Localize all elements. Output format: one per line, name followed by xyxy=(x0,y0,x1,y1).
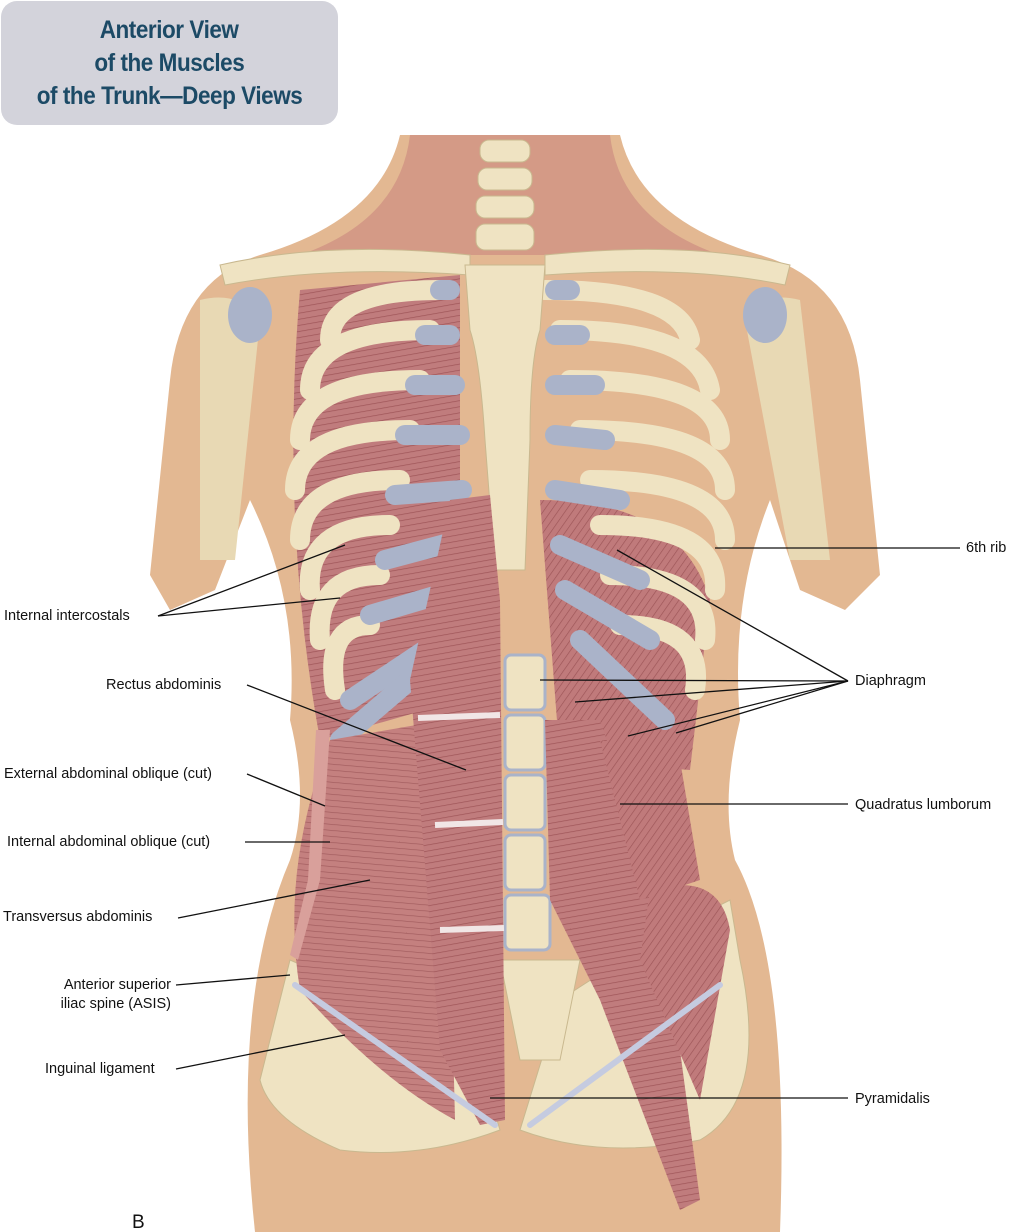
quadratus-lumborum-muscle xyxy=(600,740,700,900)
tendinous-intersections xyxy=(417,712,505,933)
label-transversus-abdominis: Transversus abdominis xyxy=(3,909,153,925)
neck-muscles xyxy=(300,135,720,255)
label-external-oblique: External abdominal oblique (cut) xyxy=(4,766,212,782)
left-humerus xyxy=(200,297,260,560)
label-rectus-abdominis: Rectus abdominis xyxy=(106,677,222,693)
lumbar-spine xyxy=(503,653,552,952)
title-line-3: of the Trunk—Deep Views xyxy=(36,81,303,110)
title-line-1: Anterior View xyxy=(100,15,239,44)
panel-letter: B xyxy=(132,1212,145,1232)
label-pyramidalis: Pyramidalis xyxy=(855,1091,930,1107)
title-line-2: of the Muscles xyxy=(94,48,245,77)
label-internal-intercostals: Internal intercostals xyxy=(4,608,130,624)
sternum xyxy=(464,264,546,571)
title-box: Anterior View of the Muscles of the Trun… xyxy=(1,1,338,125)
inguinal-ligaments xyxy=(292,982,723,1128)
cervical-spine xyxy=(475,139,535,251)
external-oblique-strip xyxy=(290,730,330,960)
label-diaphragm: Diaphragm xyxy=(855,673,926,689)
label-asis-line2: iliac spine (ASIS) xyxy=(60,996,171,1012)
clavicle-right xyxy=(544,248,791,286)
label-quadratus-lumborum: Quadratus lumborum xyxy=(855,797,992,813)
shoulder-cartilage-left xyxy=(228,287,272,343)
sacrum xyxy=(499,959,581,1061)
label-inguinal-ligament: Inguinal ligament xyxy=(45,1061,155,1077)
shoulder-cartilage-right xyxy=(743,287,787,343)
psoas-muscle xyxy=(545,720,700,1210)
label-asis-line1: Anterior superior xyxy=(63,977,171,993)
iliacus-muscle xyxy=(640,885,730,1100)
label-6th-rib: 6th rib xyxy=(966,540,1007,556)
right-humerus xyxy=(745,297,830,560)
transversus-abdominis-muscle xyxy=(294,720,455,1120)
leader-lines xyxy=(157,544,960,1099)
rectus-abdominis-muscle xyxy=(410,495,505,1125)
label-internal-oblique: Internal abdominal oblique (cut) xyxy=(7,834,211,850)
